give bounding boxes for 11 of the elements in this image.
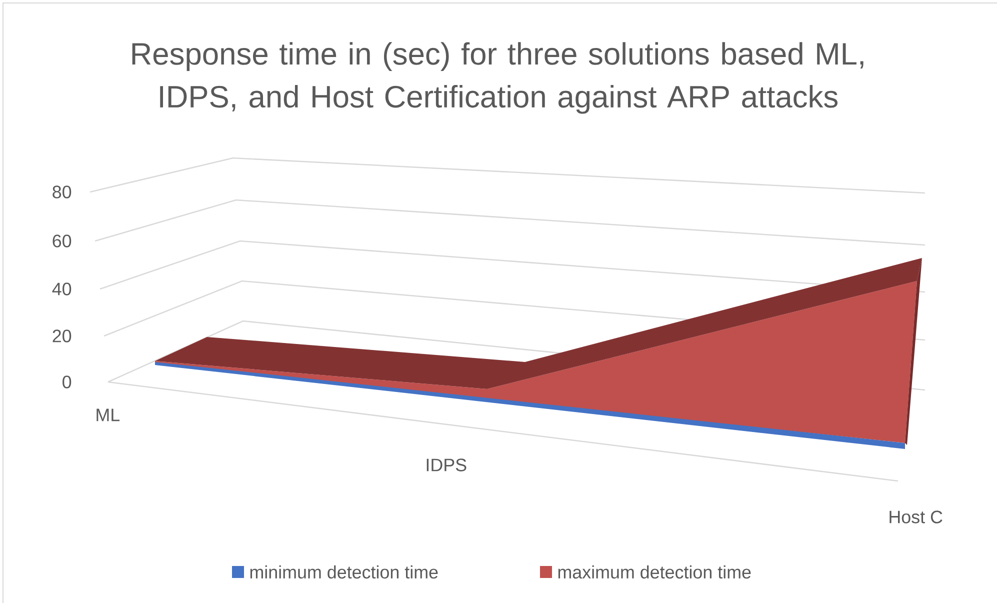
chart-title: Response time in (sec) for three solutions based ML, IDPS, and Host Certification against ARP attacks	[132, 42, 864, 114]
category-label: ML	[96, 408, 120, 422]
axis-tick-label: 40	[52, 282, 72, 296]
category-label: Host C	[890, 510, 942, 524]
axis-tick-label: 20	[52, 330, 72, 342]
legend-label: minimum detection time	[250, 565, 438, 579]
axis-tick-label: 0	[62, 376, 72, 388]
axis-tick-label: 80	[52, 186, 72, 198]
axis-tick-label: 60	[52, 234, 72, 248]
legend-label: maximum detection time	[558, 565, 751, 579]
category-label: IDPS	[426, 458, 466, 472]
